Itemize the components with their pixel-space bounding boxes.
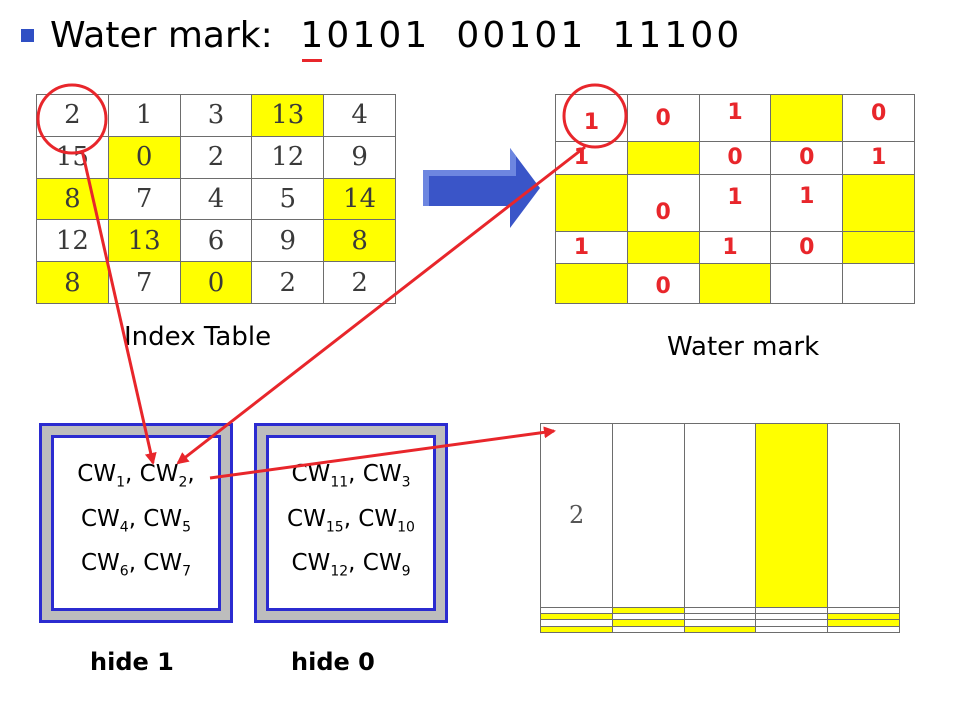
arrow-box-to-result	[209, 426, 556, 480]
watermark-bit: 0	[482, 14, 506, 56]
watermark-cell	[842, 230, 915, 265]
watermark-cell	[555, 173, 628, 232]
watermark-bit: 1	[638, 14, 662, 56]
watermark-bit: 1	[612, 14, 636, 56]
index-cell: 1	[107, 94, 181, 137]
watermark-cell: 1	[842, 141, 915, 175]
arrow-watermark-to-box	[176, 145, 586, 465]
watermark-cell: 0	[770, 230, 844, 265]
index-cell: 2	[323, 261, 396, 304]
watermark-cell: 0	[698, 141, 772, 175]
watermark-cell: 1	[698, 230, 772, 265]
table-row	[540, 625, 900, 634]
index-cell: 0	[179, 261, 253, 304]
table-row	[540, 612, 900, 621]
result-cell	[755, 423, 829, 608]
codeword-line: CW6, CW7	[80, 550, 192, 580]
watermark-cell	[770, 93, 844, 143]
watermark-cell	[555, 263, 628, 304]
index-cell: 2	[179, 135, 253, 179]
index-cell: 8	[36, 261, 109, 304]
bullet-icon	[21, 28, 34, 42]
current-bit-underline	[301, 58, 322, 62]
result-cell	[827, 423, 900, 608]
watermark-bit: 0	[326, 14, 350, 56]
codeword-line: CW11, CW3	[291, 461, 411, 491]
hide-1-label: hide 1	[90, 648, 174, 676]
watermark-cell: 1	[555, 93, 628, 143]
table-row	[540, 619, 900, 627]
watermark-cell: 0	[626, 173, 700, 232]
hide-0-label: hide 0	[291, 648, 375, 676]
index-cell-circle	[36, 83, 108, 155]
watermark-cell: 0	[626, 93, 700, 143]
index-cell: 0	[107, 135, 181, 179]
watermark-cell	[842, 173, 915, 232]
watermark-table-caption: Water mark	[667, 332, 820, 362]
watermark-bit: 1	[299, 15, 325, 62]
watermark-cell	[698, 263, 772, 304]
watermark-cell-circle	[562, 83, 628, 149]
watermark-cell	[626, 141, 700, 175]
watermark-bit: 0	[716, 14, 740, 56]
watermark-bit: 1	[404, 14, 428, 56]
index-cell: 3	[179, 94, 253, 137]
watermark-bit: 0	[534, 14, 558, 56]
codeword-line: CW1, CW2,	[77, 461, 195, 491]
watermark-cell: 1	[555, 230, 628, 265]
table-row: 2	[540, 423, 900, 608]
index-cell: 14	[323, 177, 396, 221]
watermark-cell: 1	[698, 173, 772, 232]
codeword-line: CW4, CW5	[80, 505, 192, 536]
index-cell: 6	[179, 219, 253, 263]
watermark-cell	[842, 263, 915, 304]
watermark-bit: 1	[508, 14, 532, 56]
big-right-arrow	[423, 148, 540, 228]
codeword-line: CW12, CW9	[291, 550, 411, 580]
index-cell: 2	[251, 261, 325, 304]
watermark-cell: 0	[842, 93, 915, 143]
result-cell	[827, 625, 900, 634]
watermark-bit: 0	[456, 14, 480, 56]
result-cell	[683, 423, 757, 608]
index-table-caption: Index Table	[124, 322, 272, 352]
watermark-cell	[770, 263, 844, 304]
index-cell: 4	[323, 94, 396, 137]
watermark-cell	[626, 230, 700, 265]
watermark-cell: 1	[698, 93, 772, 143]
watermark-bit: 0	[690, 14, 714, 56]
watermark-bit: 1	[664, 14, 688, 56]
watermark-bit: 0	[378, 14, 402, 56]
result-table: 2	[540, 423, 900, 634]
watermark-bit: 1	[560, 14, 584, 56]
arrow-index-to-box	[80, 149, 157, 465]
codeword-line: CW15, CW10	[287, 505, 415, 536]
table-row: 0	[555, 263, 915, 304]
title-label: Water mark:	[50, 14, 273, 56]
index-cell: 5	[251, 177, 325, 221]
watermark-cell: 0	[626, 263, 700, 304]
watermark-cell: 0	[770, 141, 844, 175]
index-cell: 13	[251, 94, 325, 137]
watermark-bit: 1	[352, 14, 376, 56]
